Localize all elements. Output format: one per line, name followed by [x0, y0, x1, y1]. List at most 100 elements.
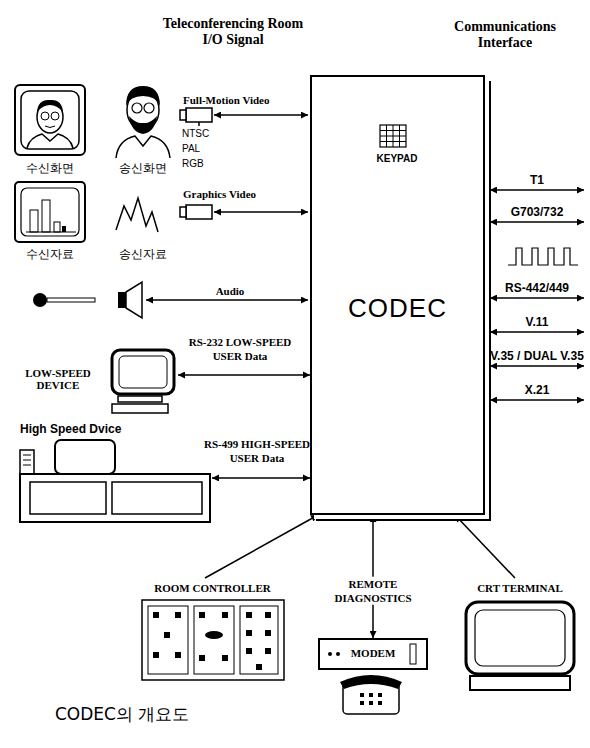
keypad-keys	[380, 125, 406, 147]
interface-arrow	[490, 399, 584, 401]
telephone-keys	[360, 693, 382, 705]
interface-arrow	[490, 331, 584, 333]
signal-name: Graphics Video	[183, 188, 308, 200]
microphone-head	[33, 293, 47, 307]
interface-name: G703/732	[487, 205, 587, 219]
chart-bar	[62, 226, 66, 232]
person-beard	[129, 116, 157, 134]
monitor-face-illustration	[15, 85, 85, 155]
chart-bar	[30, 210, 38, 232]
chart-bar	[42, 200, 50, 232]
graphics-monitor	[15, 182, 85, 242]
monitor-screen	[475, 610, 565, 666]
telephone-base	[343, 682, 399, 714]
interface-name: V.35 / DUAL V.35	[485, 349, 589, 363]
panel-section	[240, 606, 278, 674]
picture-caption: 수신자료	[10, 246, 90, 263]
monitor-screen	[21, 188, 79, 236]
node-label: CODEC	[312, 293, 483, 324]
node-label: ROOM CONTROLLER	[135, 582, 290, 594]
picture-caption: 송신자료	[103, 246, 183, 263]
cabinet-panel	[112, 482, 202, 514]
signal-name: Audio	[200, 285, 260, 297]
interface-name: RS-442/449	[487, 281, 587, 295]
low-speed-device: LOW-SPEED DEVICE	[18, 345, 178, 415]
keypad-frame	[380, 125, 406, 147]
interface-name: X.21	[487, 383, 587, 397]
crt-monitor	[466, 602, 574, 690]
node-label: LOW-SPEED DEVICE	[18, 367, 98, 391]
pulse-waveform	[508, 248, 578, 265]
interface-arrow	[490, 365, 584, 367]
codec-box: CODEC KEYPAD	[310, 75, 485, 515]
monitor-frame	[15, 85, 85, 155]
panel-frame	[142, 600, 284, 680]
modem-led	[328, 652, 332, 656]
room-controller-panel	[142, 600, 284, 680]
node-label: CRT TERMINAL	[460, 582, 580, 594]
monitor-frame	[15, 182, 85, 242]
interface-arrow	[490, 221, 584, 223]
person-glasses	[144, 103, 154, 113]
figure-caption: CODEC의 개요도	[55, 703, 189, 726]
picture-caption: 수신화면	[10, 160, 90, 177]
interface-arrow	[490, 189, 584, 191]
cabinet-panel	[30, 482, 106, 514]
monitor-frame	[466, 602, 574, 674]
connector-layer	[178, 375, 515, 638]
section-heading: Communications Interface	[445, 19, 565, 51]
node-label: KEYPAD	[368, 153, 426, 164]
modem-box: MODEM	[318, 638, 428, 670]
signal-arrow	[214, 211, 308, 213]
edge-label: RS-499 HIGH-SPEED USER Data	[197, 437, 317, 466]
room-controller: ROOM CONTROLLER	[135, 578, 290, 685]
camera-body	[186, 108, 212, 122]
high-speed-workstation	[20, 440, 210, 522]
picture-caption: 송신화면	[103, 160, 183, 177]
video-standard: PAL	[182, 143, 222, 154]
monitor-base	[470, 676, 570, 690]
camera-mount	[198, 122, 200, 126]
edge-label: RS-232 LOW-SPEED USER Data	[181, 335, 299, 364]
person-illustration	[116, 86, 170, 158]
connector-arrow	[212, 477, 310, 479]
chart-baseline	[26, 232, 76, 233]
telephone	[340, 675, 402, 714]
keypad: KEYPAD	[374, 123, 420, 171]
speaker-cone	[126, 282, 142, 318]
cabinet	[20, 474, 210, 522]
node-label: MODEM	[320, 647, 426, 659]
interface-name: V.11	[487, 315, 587, 329]
camera-lens	[180, 110, 186, 120]
chart-bar	[54, 222, 60, 232]
signal-arrow	[146, 299, 308, 301]
graph-line	[116, 198, 158, 232]
monitor-screen	[119, 356, 167, 388]
signal-arrow	[214, 114, 308, 116]
interface-arrow	[490, 297, 584, 299]
camera-lens	[180, 207, 186, 217]
node-label: High Speed Dvice	[20, 422, 210, 436]
connector-arrow	[205, 515, 318, 578]
telephone-handset	[340, 675, 402, 689]
edge-label: REMOTE DIAGNOSTICS	[325, 576, 421, 605]
video-standard: NTSC	[182, 128, 222, 139]
microphone-rod	[47, 298, 95, 302]
face-glasses	[51, 112, 59, 120]
modem-led	[336, 652, 340, 656]
person-shoulders	[116, 136, 170, 158]
monitor-frame	[55, 440, 115, 474]
low-speed-terminal	[112, 350, 174, 413]
panel-buttons	[153, 612, 271, 670]
high-speed-device: High Speed Dvice	[18, 422, 212, 522]
connector-arrow	[455, 515, 515, 578]
side-unit-grille	[23, 455, 31, 465]
interface-name: T1	[487, 173, 587, 187]
video-camera	[180, 108, 212, 126]
monitor-base	[118, 396, 162, 402]
video-standard: RGB	[182, 158, 222, 169]
graphics-camera	[180, 205, 212, 219]
keypad-grid	[380, 125, 406, 147]
panel-knob	[205, 631, 223, 639]
